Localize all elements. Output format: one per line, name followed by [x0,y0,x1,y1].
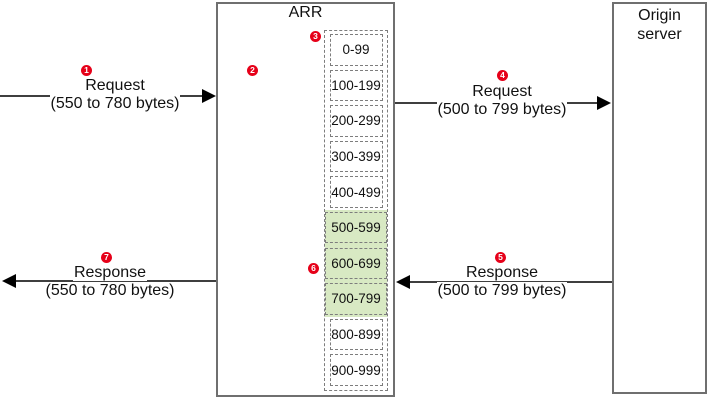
range-cell-400-499: 400-499 [329,176,383,208]
range-cell-0-99: 0-99 [329,34,383,66]
arrow-7-subtitle: (550 to 780 bytes) [44,281,176,299]
request-label-4: 4 Request (500 to 799 bytes) [412,68,592,118]
arr-box-title: ARR [288,4,323,21]
range-cell-600-699: 600-699 [325,247,387,280]
highlighted-range-band [325,210,387,317]
origin-server-title: Origin server [612,6,707,44]
request-label-1: 1 Request (550 to 780 bytes) [25,62,205,112]
range-cell-200-299: 200-299 [329,105,383,137]
range-cell-900-999: 900-999 [329,354,383,386]
step-badge-6: 6 [308,263,319,274]
response-label-7: 7 Response (550 to 780 bytes) [20,249,200,299]
arrowhead-right-icon [202,89,216,103]
arrow-5-subtitle: (500 to 799 bytes) [436,281,568,299]
range-cell-800-899: 800-899 [329,318,383,351]
arrow-4-title: Request [471,83,533,100]
origin-server-title-line1: Origin [638,7,681,24]
arrow-5-title: Response [464,264,540,281]
step-badge-3: 3 [310,31,321,42]
step-badge-5: 5 [495,252,506,263]
origin-server-title-line2: server [637,26,682,43]
arrow-7-title: Response [72,264,148,281]
response-label-5: 5 Response (500 to 799 bytes) [412,249,592,299]
range-cell-300-399: 300-399 [329,140,383,173]
arrow-4-subtitle: (500 to 799 bytes) [436,100,568,118]
range-cell-700-799: 700-799 [325,283,387,315]
step-badge-7: 7 [101,252,112,263]
arrow-1-title: Request [84,77,146,94]
origin-server-box [612,2,707,394]
range-stack: 0-99 100-199 200-299 300-399 400-499 500… [324,30,388,391]
arrow-1-subtitle: (550 to 780 bytes) [49,94,181,112]
arrowhead-right-icon [597,96,611,110]
step-badge-4: 4 [497,70,508,81]
response-arrow-7-line [14,280,216,282]
arr-box [216,2,395,397]
range-cell-100-199: 100-199 [329,69,383,102]
arrowhead-left-icon [396,275,410,289]
arrowhead-left-icon [2,274,16,288]
step-badge-2: 2 [247,65,258,76]
step-badge-1: 1 [81,65,92,76]
range-cell-500-599: 500-599 [325,211,387,244]
